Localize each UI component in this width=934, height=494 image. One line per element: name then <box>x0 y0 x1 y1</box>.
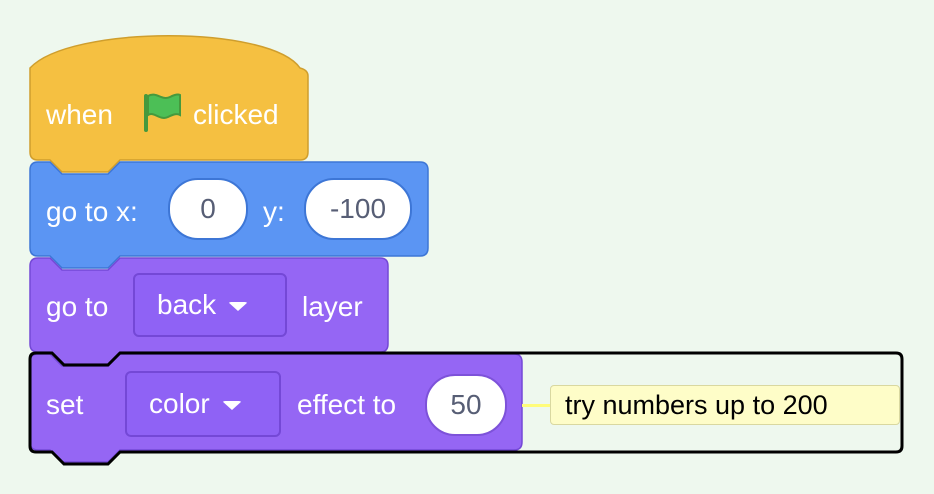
x-value-input[interactable]: 0 <box>168 178 248 240</box>
block-comment[interactable]: try numbers up to 200 <box>550 385 900 425</box>
effect-dropdown[interactable]: color <box>125 371 281 437</box>
hat-clicked-label: clicked <box>193 99 279 130</box>
goto-y-label: y: <box>263 196 285 227</box>
hat-when-label: when <box>46 99 113 130</box>
goto-layer-label: go to <box>46 291 109 322</box>
goto-x-label: go to x: <box>46 196 138 227</box>
comment-text: try numbers up to 200 <box>565 389 828 420</box>
layer-dropdown[interactable]: back <box>133 273 287 337</box>
chevron-down-icon <box>228 301 249 311</box>
green-flag-icon <box>144 93 181 132</box>
effect-to-label: effect to <box>297 389 397 420</box>
chevron-down-icon <box>221 400 242 410</box>
effect-amount-input[interactable]: 50 <box>425 374 507 436</box>
layer-dropdown-value: back <box>157 289 217 320</box>
y-value-input[interactable]: -100 <box>304 178 412 240</box>
comment-connector <box>522 404 552 407</box>
set-label: set <box>46 389 84 420</box>
effect-dropdown-value: color <box>149 388 210 419</box>
layer-suffix-label: layer <box>302 291 363 322</box>
selection-outline <box>28 351 904 466</box>
